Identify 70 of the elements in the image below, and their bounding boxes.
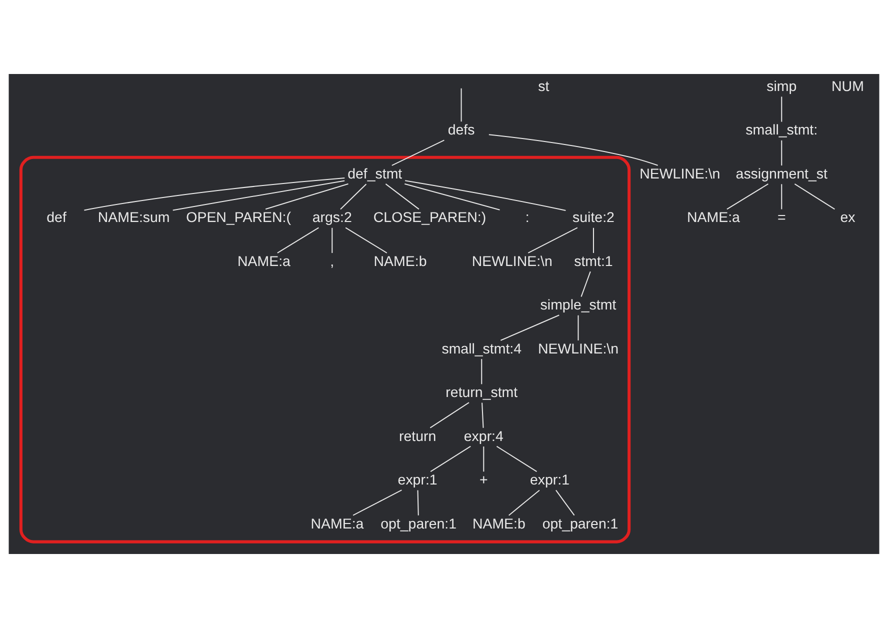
node-text: expr:1 (530, 472, 570, 488)
node-text: NAME:a (687, 210, 740, 226)
connector (556, 489, 575, 516)
connector (430, 402, 470, 428)
node-text: def (46, 210, 66, 226)
node-text: opt_paren:1 (542, 516, 618, 532)
connector (488, 134, 658, 166)
node-text: return_stmt (446, 384, 518, 401)
connector (352, 489, 402, 516)
connector (172, 180, 345, 210)
connector (508, 489, 540, 516)
connector (592, 227, 594, 252)
connector (430, 445, 471, 472)
node-text: NUM (832, 78, 864, 94)
node-text: expr:4 (464, 428, 504, 444)
connector (482, 402, 484, 428)
connector (265, 182, 348, 210)
connector (345, 226, 388, 253)
node-text: NAME:sum (98, 210, 170, 226)
node-text: defs (448, 122, 475, 138)
node-text: NAME:b (472, 516, 526, 532)
connector (340, 183, 367, 210)
node-text: simple_stmt (540, 297, 616, 314)
connector (392, 139, 444, 166)
connector (781, 184, 782, 209)
node-text: args:2 (312, 210, 352, 226)
node-text: = (777, 210, 786, 226)
node-text: NEWLINE:\n (640, 166, 720, 182)
connector (460, 88, 462, 122)
connector (781, 96, 782, 122)
node-text: small_stmt: (746, 122, 818, 138)
node-text: , (330, 253, 334, 270)
connector (417, 490, 419, 515)
connector (781, 140, 782, 166)
node-text: NAME:a (238, 253, 290, 270)
node-text: NEWLINE:\n (472, 253, 552, 270)
node-text: NEWLINE:\n (538, 340, 619, 357)
connector (277, 226, 319, 253)
connector (496, 445, 537, 472)
connector (528, 226, 578, 253)
connector (405, 180, 566, 211)
connector (726, 183, 768, 210)
node-text: return (398, 428, 436, 444)
node-text: small_stmt:4 (442, 340, 522, 357)
node-text: suite:2 (572, 210, 614, 226)
connector (578, 314, 579, 340)
connector (500, 314, 560, 340)
node-text: : (525, 210, 530, 226)
connector (385, 183, 420, 210)
node-text: + (480, 472, 488, 488)
connector (580, 270, 591, 296)
node-text: ex (840, 210, 856, 226)
node-text: CLOSE_PAREN:) (373, 210, 486, 226)
connector (332, 227, 333, 252)
connector (794, 183, 835, 210)
node-text: simp (766, 78, 797, 94)
connector (481, 358, 482, 384)
node-text: assignment_st (736, 166, 828, 182)
node-text: def_stmt (348, 166, 402, 182)
node-text: st (538, 78, 550, 94)
connector (84, 176, 345, 210)
node-text: stmt:1 (574, 253, 613, 270)
connector (404, 182, 500, 210)
node-text: OPEN_PAREN:( (186, 210, 291, 226)
node-text: NAME:a (310, 516, 364, 532)
node-text: opt_paren:1 (380, 516, 457, 532)
connector (483, 446, 484, 472)
node-text: NAME:b (374, 253, 427, 270)
cluster (19, 155, 631, 543)
node-text: expr:1 (398, 472, 438, 488)
